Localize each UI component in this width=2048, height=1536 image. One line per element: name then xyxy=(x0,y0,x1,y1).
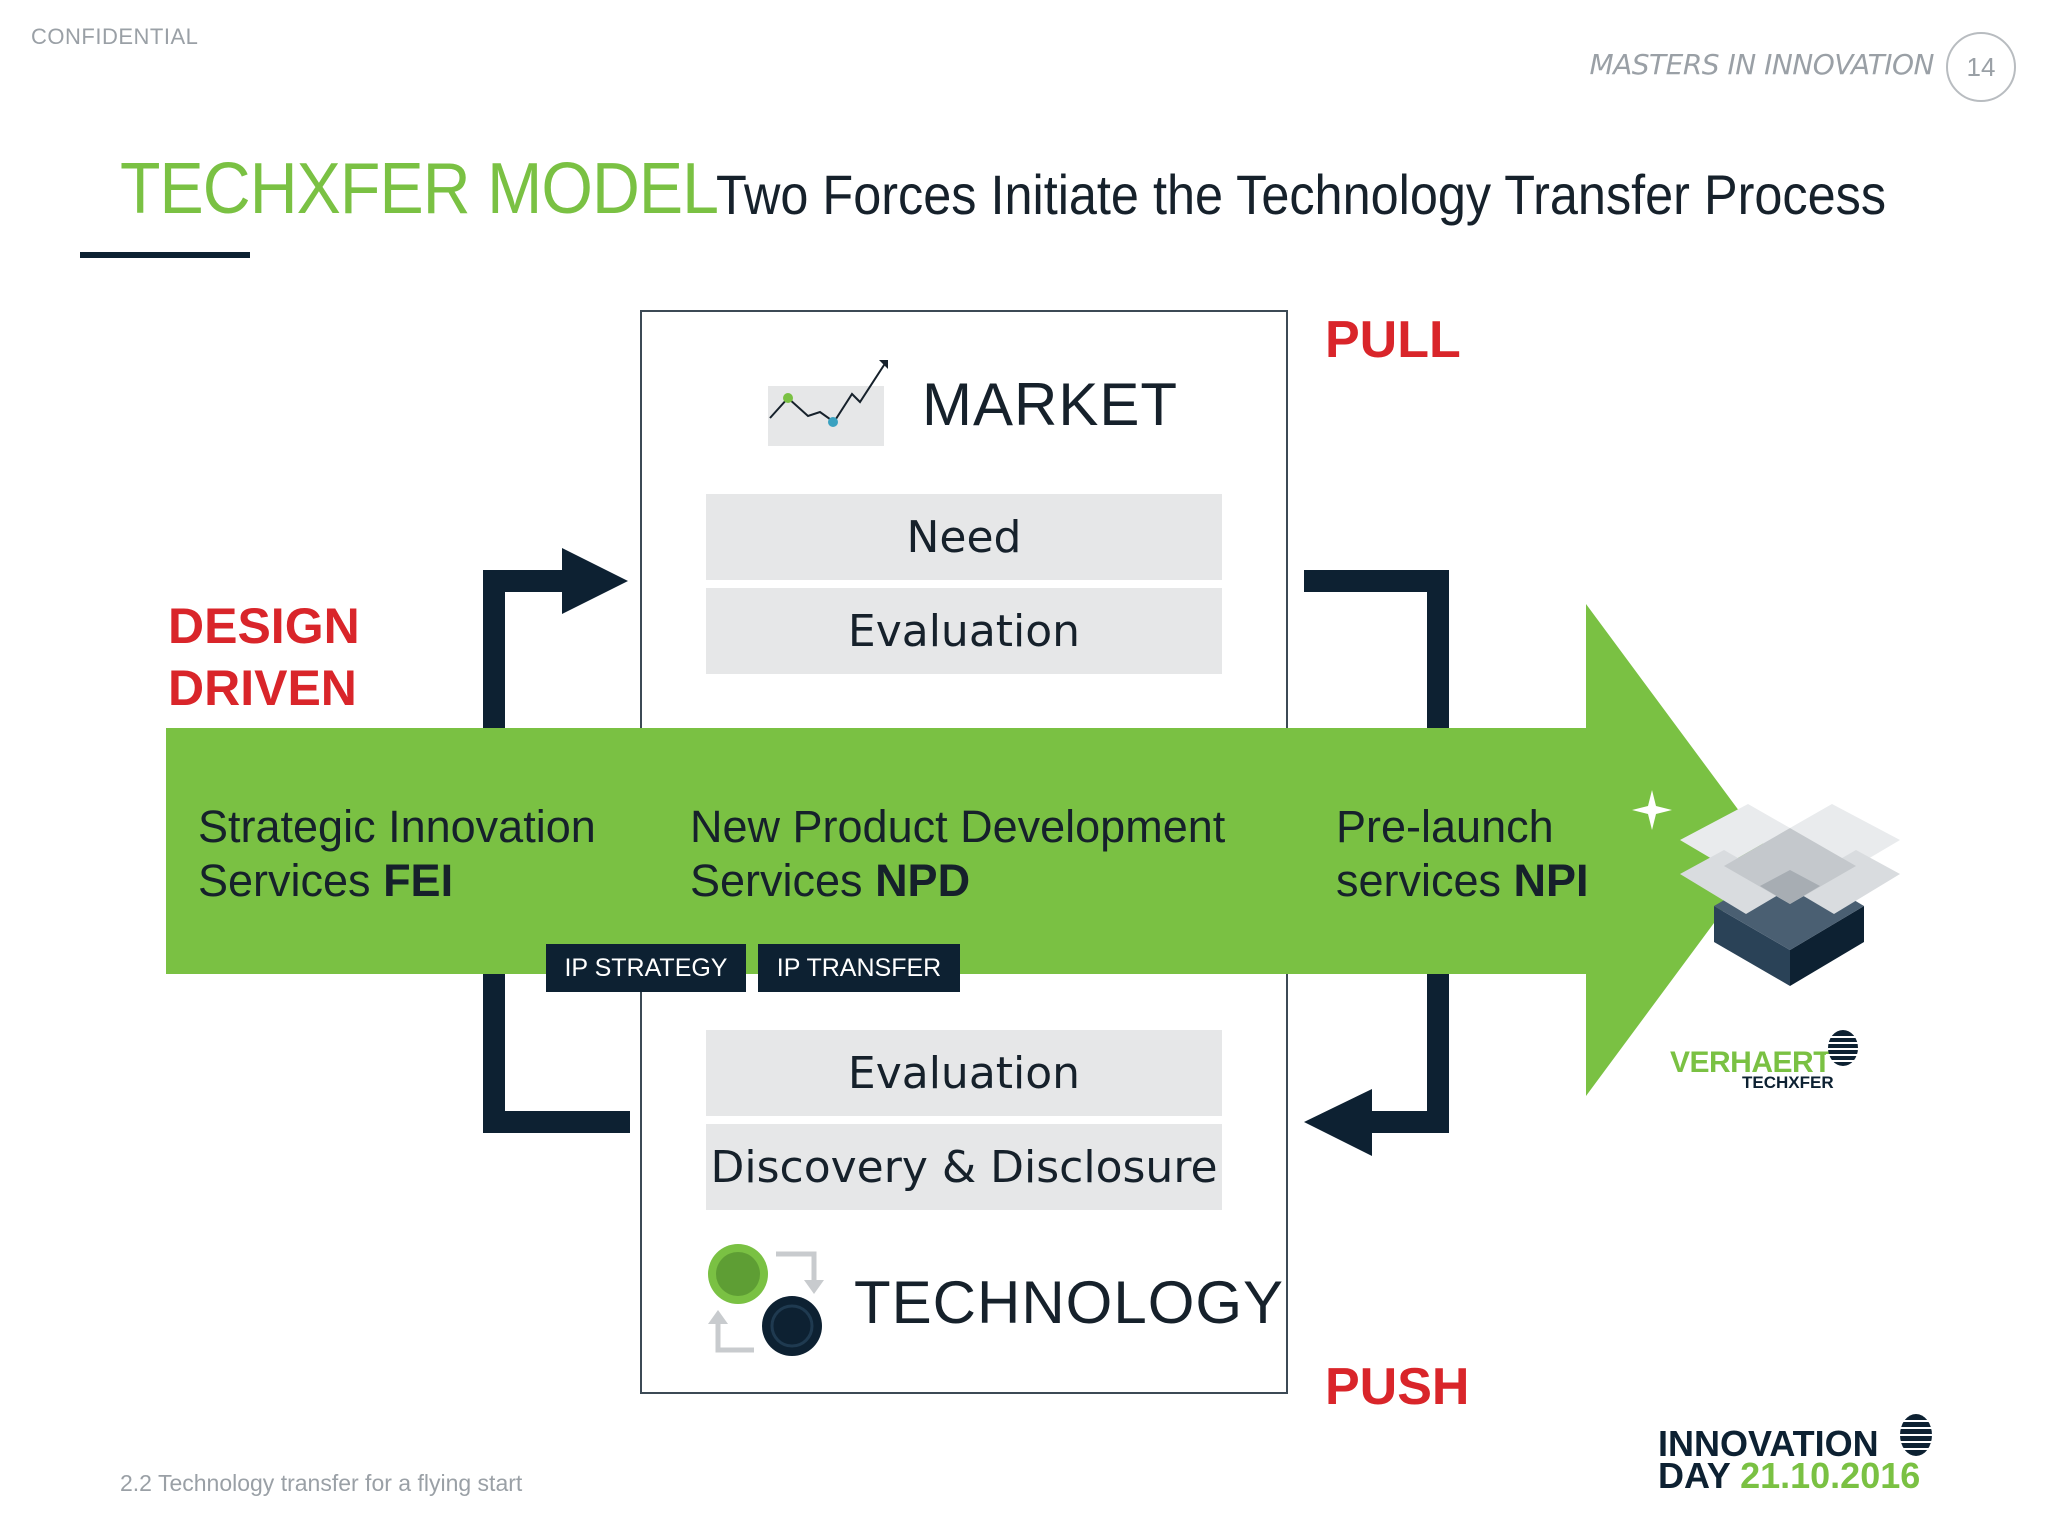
package-icon xyxy=(1632,712,1900,986)
npi-line2: services NPI xyxy=(1336,854,1589,908)
npd-line2: Services NPD xyxy=(690,854,1225,908)
day-text: DAY xyxy=(1658,1455,1731,1496)
verhaert-globe-icon xyxy=(1826,1030,1860,1066)
innovation-date-line: DAY 21.10.2016 xyxy=(1658,1458,1920,1494)
title-underline xyxy=(80,252,250,258)
innovation-globe-icon xyxy=(1898,1414,1934,1456)
design-arrow-up xyxy=(483,570,565,730)
page-title: TECHXFER MODEL xyxy=(120,149,719,229)
ip-transfer-tag: IP TRANSFER xyxy=(758,944,960,992)
npd-text: New Product Development Services NPD xyxy=(690,800,1225,908)
design-arrow-up-head xyxy=(562,548,628,614)
event-date: 21.10.2016 xyxy=(1740,1455,1921,1496)
fei-line2-prefix: Services xyxy=(198,855,384,906)
push-arrow xyxy=(1368,970,1449,1133)
ip-strategy-tag: IP STRATEGY xyxy=(546,944,746,992)
technology-evaluation-bar: Evaluation xyxy=(706,1030,1222,1116)
exchange-circles-icon xyxy=(708,1244,824,1356)
market-need-bar: Need xyxy=(706,494,1222,580)
pull-arrow xyxy=(1304,570,1449,730)
technology-discovery-bar: Discovery & Disclosure xyxy=(706,1124,1222,1210)
npi-line2-prefix: services xyxy=(1336,855,1514,906)
innovation-day-logo: INNOVATION DAY 21.10.2016 xyxy=(1658,1423,1920,1494)
verhaert-logo-text: VERHAERT xyxy=(1670,1046,1832,1079)
page-subtitle: Two Forces Initiate the Technology Trans… xyxy=(716,163,1887,226)
push-arrow-head xyxy=(1304,1089,1372,1156)
fei-line1: Strategic Innovation xyxy=(198,801,596,852)
design-label-line2: DRIVEN xyxy=(168,660,357,716)
footer-text: 2.2 Technology transfer for a flying sta… xyxy=(120,1470,523,1496)
npi-text: Pre-launch services NPI xyxy=(1336,800,1589,908)
trend-chart-icon xyxy=(768,360,888,446)
market-label: MARKET xyxy=(922,371,1179,438)
confidential-label: CONFIDENTIAL xyxy=(31,24,199,49)
innovation-text: INNOVATION xyxy=(1658,1423,1879,1464)
pull-label: PULL xyxy=(1325,311,1461,369)
npi-abbr: NPI xyxy=(1513,855,1589,906)
fei-line2: Services FEI xyxy=(198,854,596,908)
npd-line1: New Product Development xyxy=(690,801,1226,852)
design-label-line1: DESIGN xyxy=(168,598,360,654)
page-number: 14 xyxy=(1946,32,2016,102)
techxfer-logo-text: TECHXFER xyxy=(1742,1073,1834,1092)
push-label: PUSH xyxy=(1325,1358,1470,1416)
fei-abbr: FEI xyxy=(383,855,454,906)
fei-text: Strategic Innovation Services FEI xyxy=(198,800,596,908)
technology-label: TECHNOLOGY xyxy=(854,1269,1285,1336)
npd-abbr: NPD xyxy=(875,855,971,906)
design-driven-label: DESIGN DRIVEN xyxy=(168,595,360,719)
series-title: MASTERS IN INNOVATION xyxy=(1589,48,1934,81)
npi-line1: Pre-launch xyxy=(1336,801,1554,852)
design-arrow-down xyxy=(483,970,630,1133)
market-evaluation-bar: Evaluation xyxy=(706,588,1222,674)
npd-line2-prefix: Services xyxy=(690,855,876,906)
